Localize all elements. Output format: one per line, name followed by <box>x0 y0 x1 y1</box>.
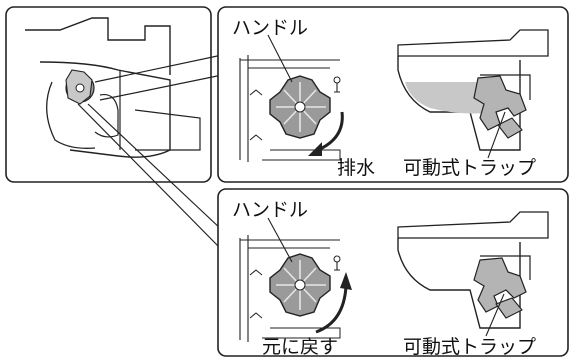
restore-label: 元に戻す <box>262 336 338 358</box>
drain-label: 排水 <box>337 157 375 179</box>
restore-detail-panel: ハンドル 元に戻す 可動式トラップ <box>217 188 569 358</box>
handle-knob-icon <box>269 253 331 317</box>
overview-panel <box>5 6 223 251</box>
handle-knob-icon <box>269 75 331 139</box>
toilet-with-trap <box>397 29 549 159</box>
handle-label: ハンドル <box>232 17 308 39</box>
toilet-with-trap <box>397 211 549 337</box>
drain-arrow-icon <box>317 111 344 152</box>
overview-handle-icon <box>65 69 95 105</box>
movable-trap-label: 可動式トラップ <box>403 157 536 179</box>
restore-handle-mechanism <box>239 217 352 342</box>
drain-handle-mechanism <box>239 34 344 162</box>
restore-arrow-icon <box>315 285 348 334</box>
movable-trap-icon <box>473 75 527 131</box>
drain-detail-panel: ハンドル 排水 可動式トラップ <box>217 6 569 183</box>
handle-label: ハンドル <box>232 199 308 221</box>
movable-trap-label: 可動式トラップ <box>403 336 536 358</box>
movable-trap-icon <box>473 257 527 313</box>
